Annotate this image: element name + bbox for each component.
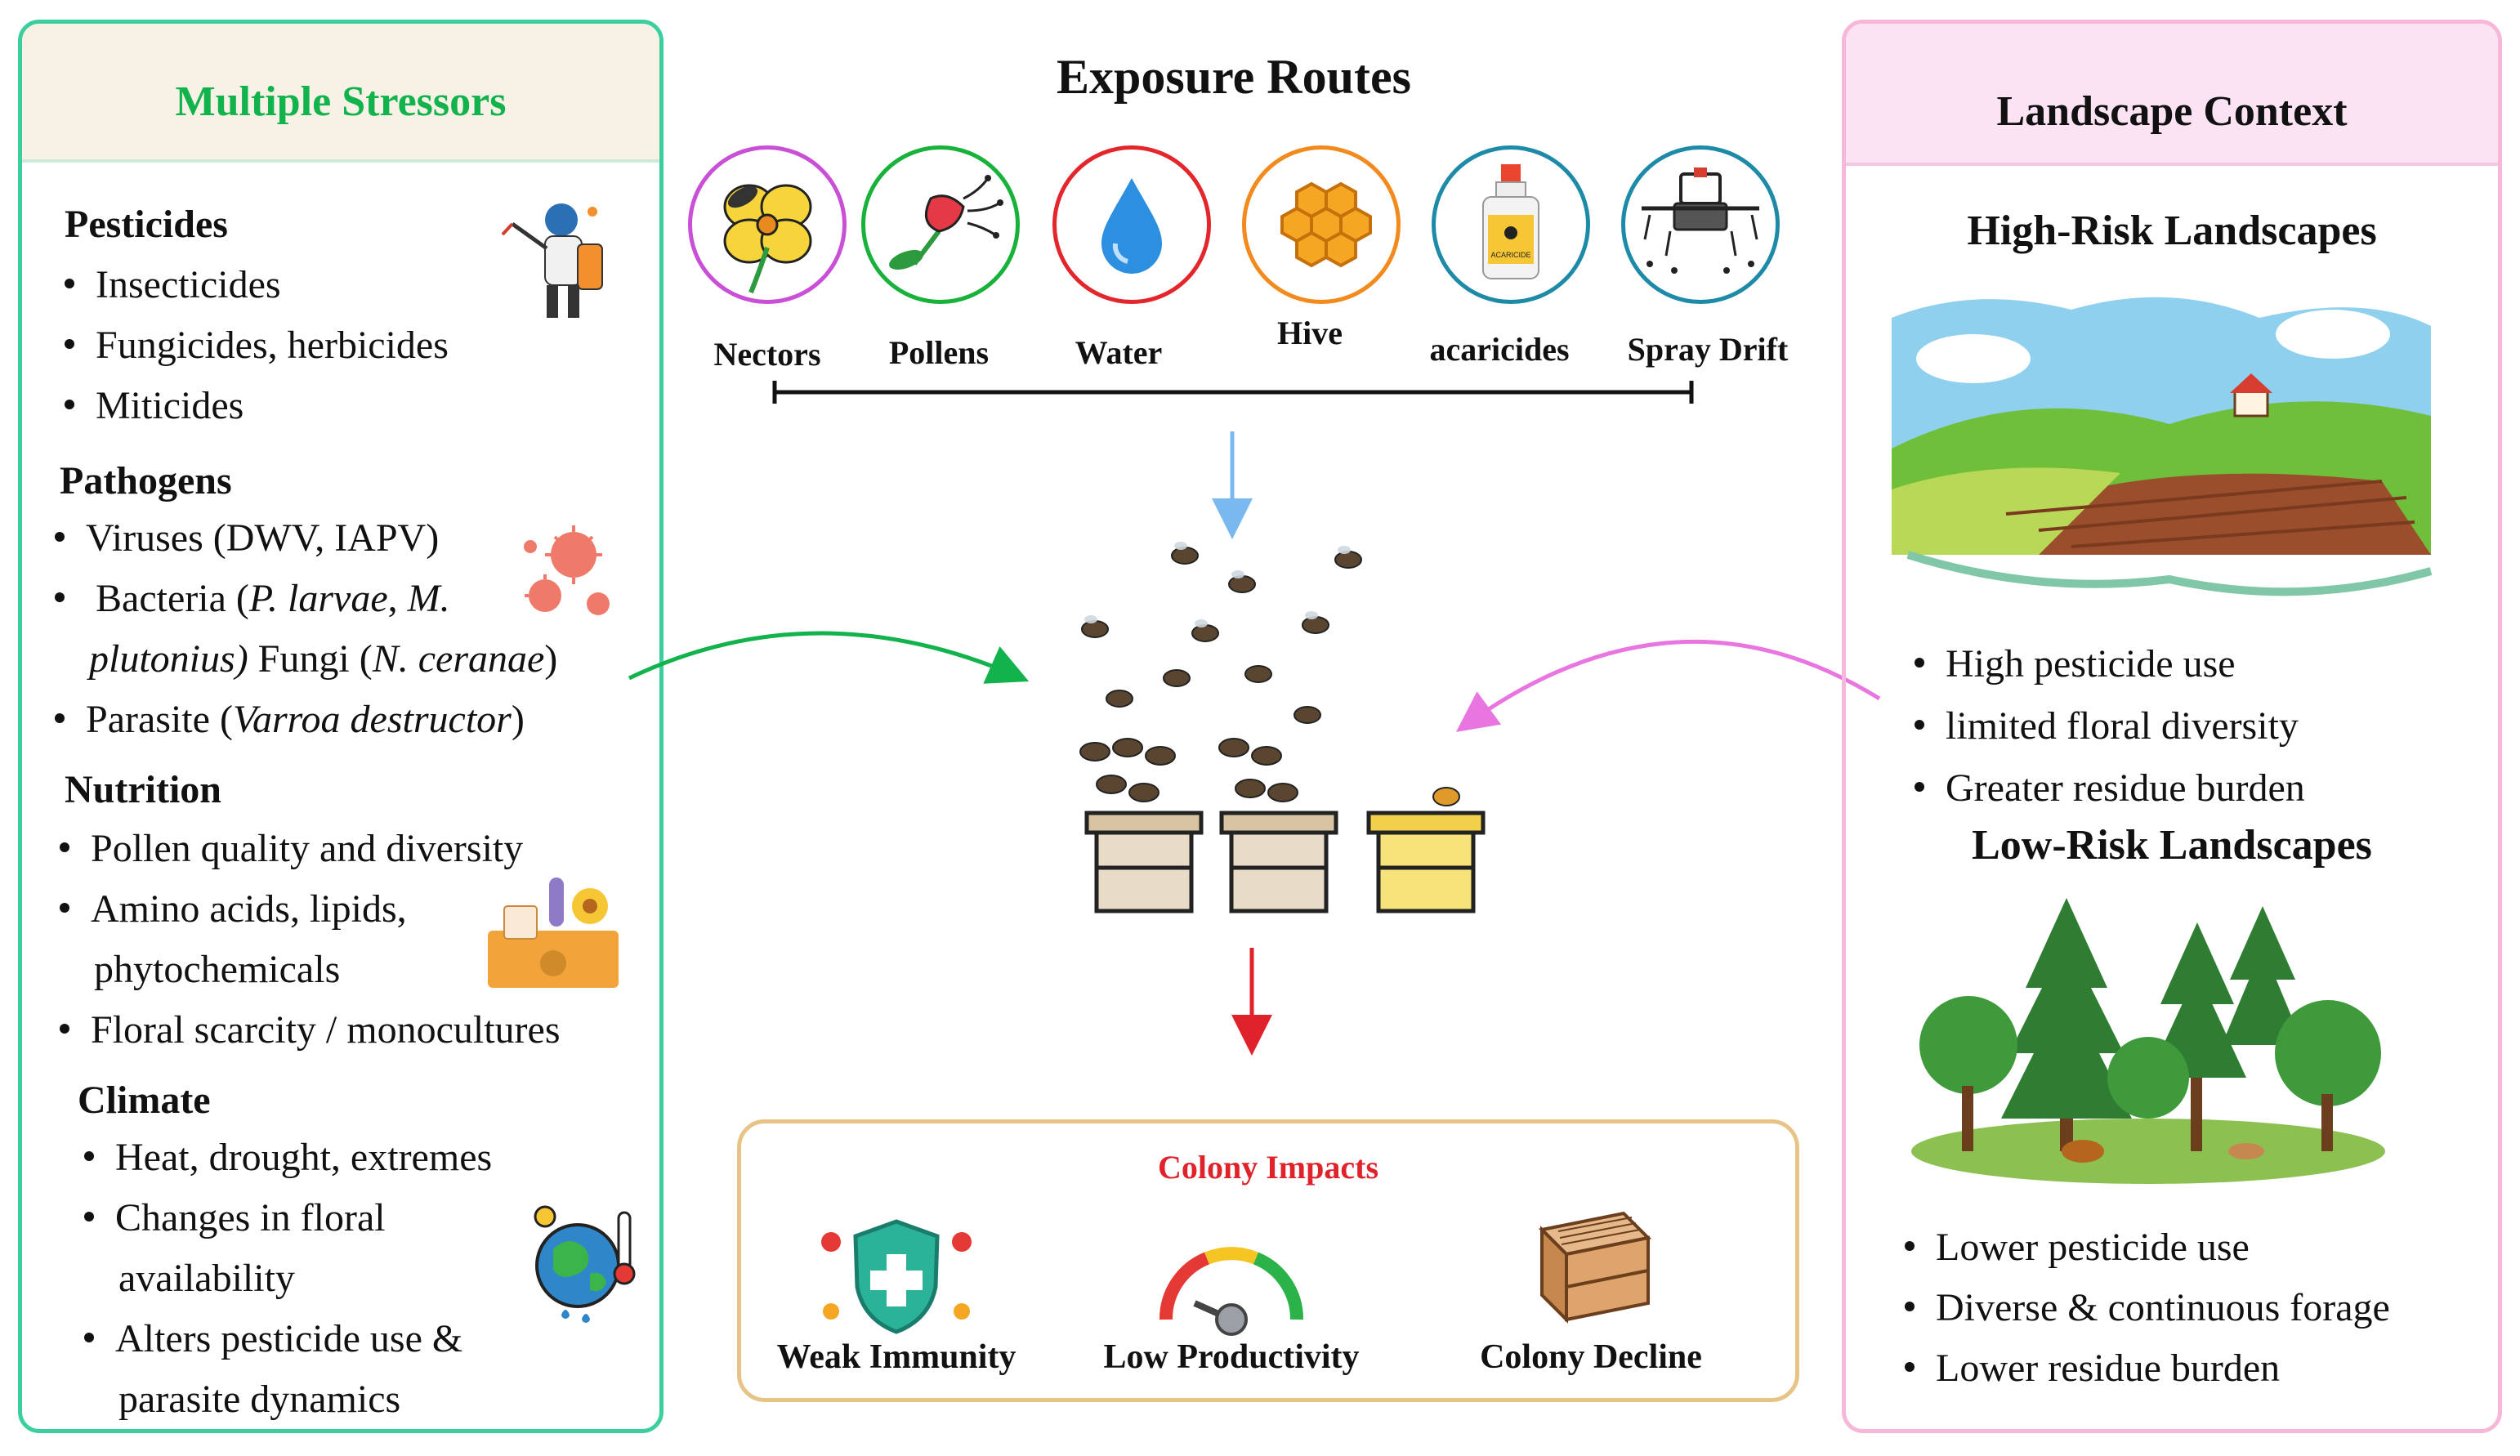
- landscape-panel: Landscape Context High-Risk Landscapes H…: [1842, 20, 2502, 1433]
- pesticides-heading: Pesticides: [65, 203, 228, 246]
- landscape-header: [1846, 24, 2498, 166]
- route-water: [1052, 145, 1211, 304]
- flower-bee-icon: [723, 184, 812, 294]
- list-item: Lower pesticide use: [1905, 1228, 2250, 1267]
- high-risk-heading: High-Risk Landscapes: [1967, 208, 2377, 254]
- nutrition-heading: Nutrition: [65, 768, 221, 811]
- green-arrow: [628, 631, 1030, 684]
- list-item-continued: availability: [118, 1257, 295, 1300]
- route-label-hive: Hive: [1277, 315, 1343, 351]
- stressors-title: Multiple Stressors: [175, 78, 507, 125]
- low-risk-heading: Low-Risk Landscapes: [1972, 822, 2372, 869]
- pesticide-sprayer-icon: [501, 203, 603, 318]
- colony-impacts-box: Colony Impacts Weak Immunity Low Product…: [737, 1119, 1799, 1402]
- list-item-continued: parasite dynamics: [118, 1378, 401, 1421]
- gauge-icon: [1159, 1247, 1304, 1336]
- virus-icon: [524, 525, 610, 615]
- route-nectors: [688, 145, 847, 304]
- list-item: Insecticides: [65, 266, 281, 305]
- list-item: Lower residue burden: [1905, 1349, 2280, 1388]
- list-item: Diverse & continuous forage: [1905, 1289, 2390, 1328]
- list-item: Amino acids, lipids,: [60, 890, 407, 929]
- list-item: Miticides: [65, 386, 244, 426]
- list-item: Floral scarcity / monocultures: [60, 1011, 561, 1050]
- pathogens-heading: Pathogens: [60, 459, 232, 502]
- list-item: Viruses (DWV, IAPV): [55, 519, 439, 558]
- landscape-title: Landscape Context: [1996, 88, 2348, 135]
- exposure-title: Exposure Routes: [1057, 50, 1411, 104]
- list-item: High pesticide use: [1915, 645, 2236, 684]
- route-label-acaricides: acaricides: [1429, 331, 1570, 368]
- impact-colony-decline: Colony Decline: [1480, 1338, 1702, 1376]
- impact-low-productivity: Low Productivity: [1103, 1338, 1360, 1376]
- route-hive: [1242, 145, 1401, 304]
- list-item: Parasite (Varroa destructor): [55, 700, 525, 739]
- list-item: Fungicides, herbicides: [65, 326, 449, 365]
- impact-weak-immunity: Weak Immunity: [776, 1338, 1016, 1376]
- route-spray-drift: [1621, 145, 1780, 304]
- honeycomb-icon: [1280, 181, 1372, 268]
- water-drop-icon: [1101, 178, 1162, 274]
- route-label-pollens: Pollens: [888, 334, 990, 371]
- forest-illustration: [1911, 898, 2385, 1184]
- list-item: Heat, drought, extremes: [84, 1138, 492, 1177]
- list-item: Alters pesticide use &: [84, 1320, 462, 1359]
- route-label-water: Water: [1075, 334, 1163, 371]
- bottle-label: ACARICIDE: [1490, 251, 1530, 259]
- colony-impacts-title: Colony Impacts: [1157, 1149, 1379, 1186]
- route-pollens: [861, 145, 1020, 304]
- routes-bracket: [772, 381, 1694, 404]
- list-item: Bacteria (P. larvae, M.: [55, 579, 450, 619]
- empty-hive-icon: [1538, 1211, 1652, 1324]
- pollen-flower-icon: [889, 175, 1003, 270]
- stressors-header: [22, 24, 659, 163]
- route-label-spray-drift: Spray Drift: [1627, 331, 1789, 368]
- pink-arrow: [1455, 639, 1881, 732]
- list-item: Pollen quality and diversity: [60, 829, 523, 869]
- list-item: Changes in floral: [84, 1199, 386, 1238]
- shield-cross-icon: [821, 1219, 972, 1334]
- climate-globe-icon: [534, 1205, 636, 1323]
- acaricide-bottle-icon: ACARICIDE: [1482, 164, 1539, 279]
- flower-food-icon: [488, 878, 619, 988]
- stressors-panel: Multiple Stressors Pesticides Insecticid…: [18, 20, 664, 1433]
- route-label-nectors: Nectors: [713, 336, 821, 373]
- route-acaricides: ACARICIDE: [1432, 145, 1590, 304]
- tractor-spray-icon: [1642, 167, 1759, 274]
- list-item: Greater residue burden: [1915, 769, 2305, 808]
- list-item-continued: plutonius) Fungi (N. ceranae): [89, 637, 558, 681]
- farmland-illustration: [1875, 285, 2447, 612]
- climate-heading: Climate: [78, 1079, 211, 1122]
- list-item: limited floral diversity: [1915, 707, 2299, 746]
- list-item-continued: phytochemicals: [94, 948, 341, 991]
- bee-colony-illustration: [1079, 542, 1486, 913]
